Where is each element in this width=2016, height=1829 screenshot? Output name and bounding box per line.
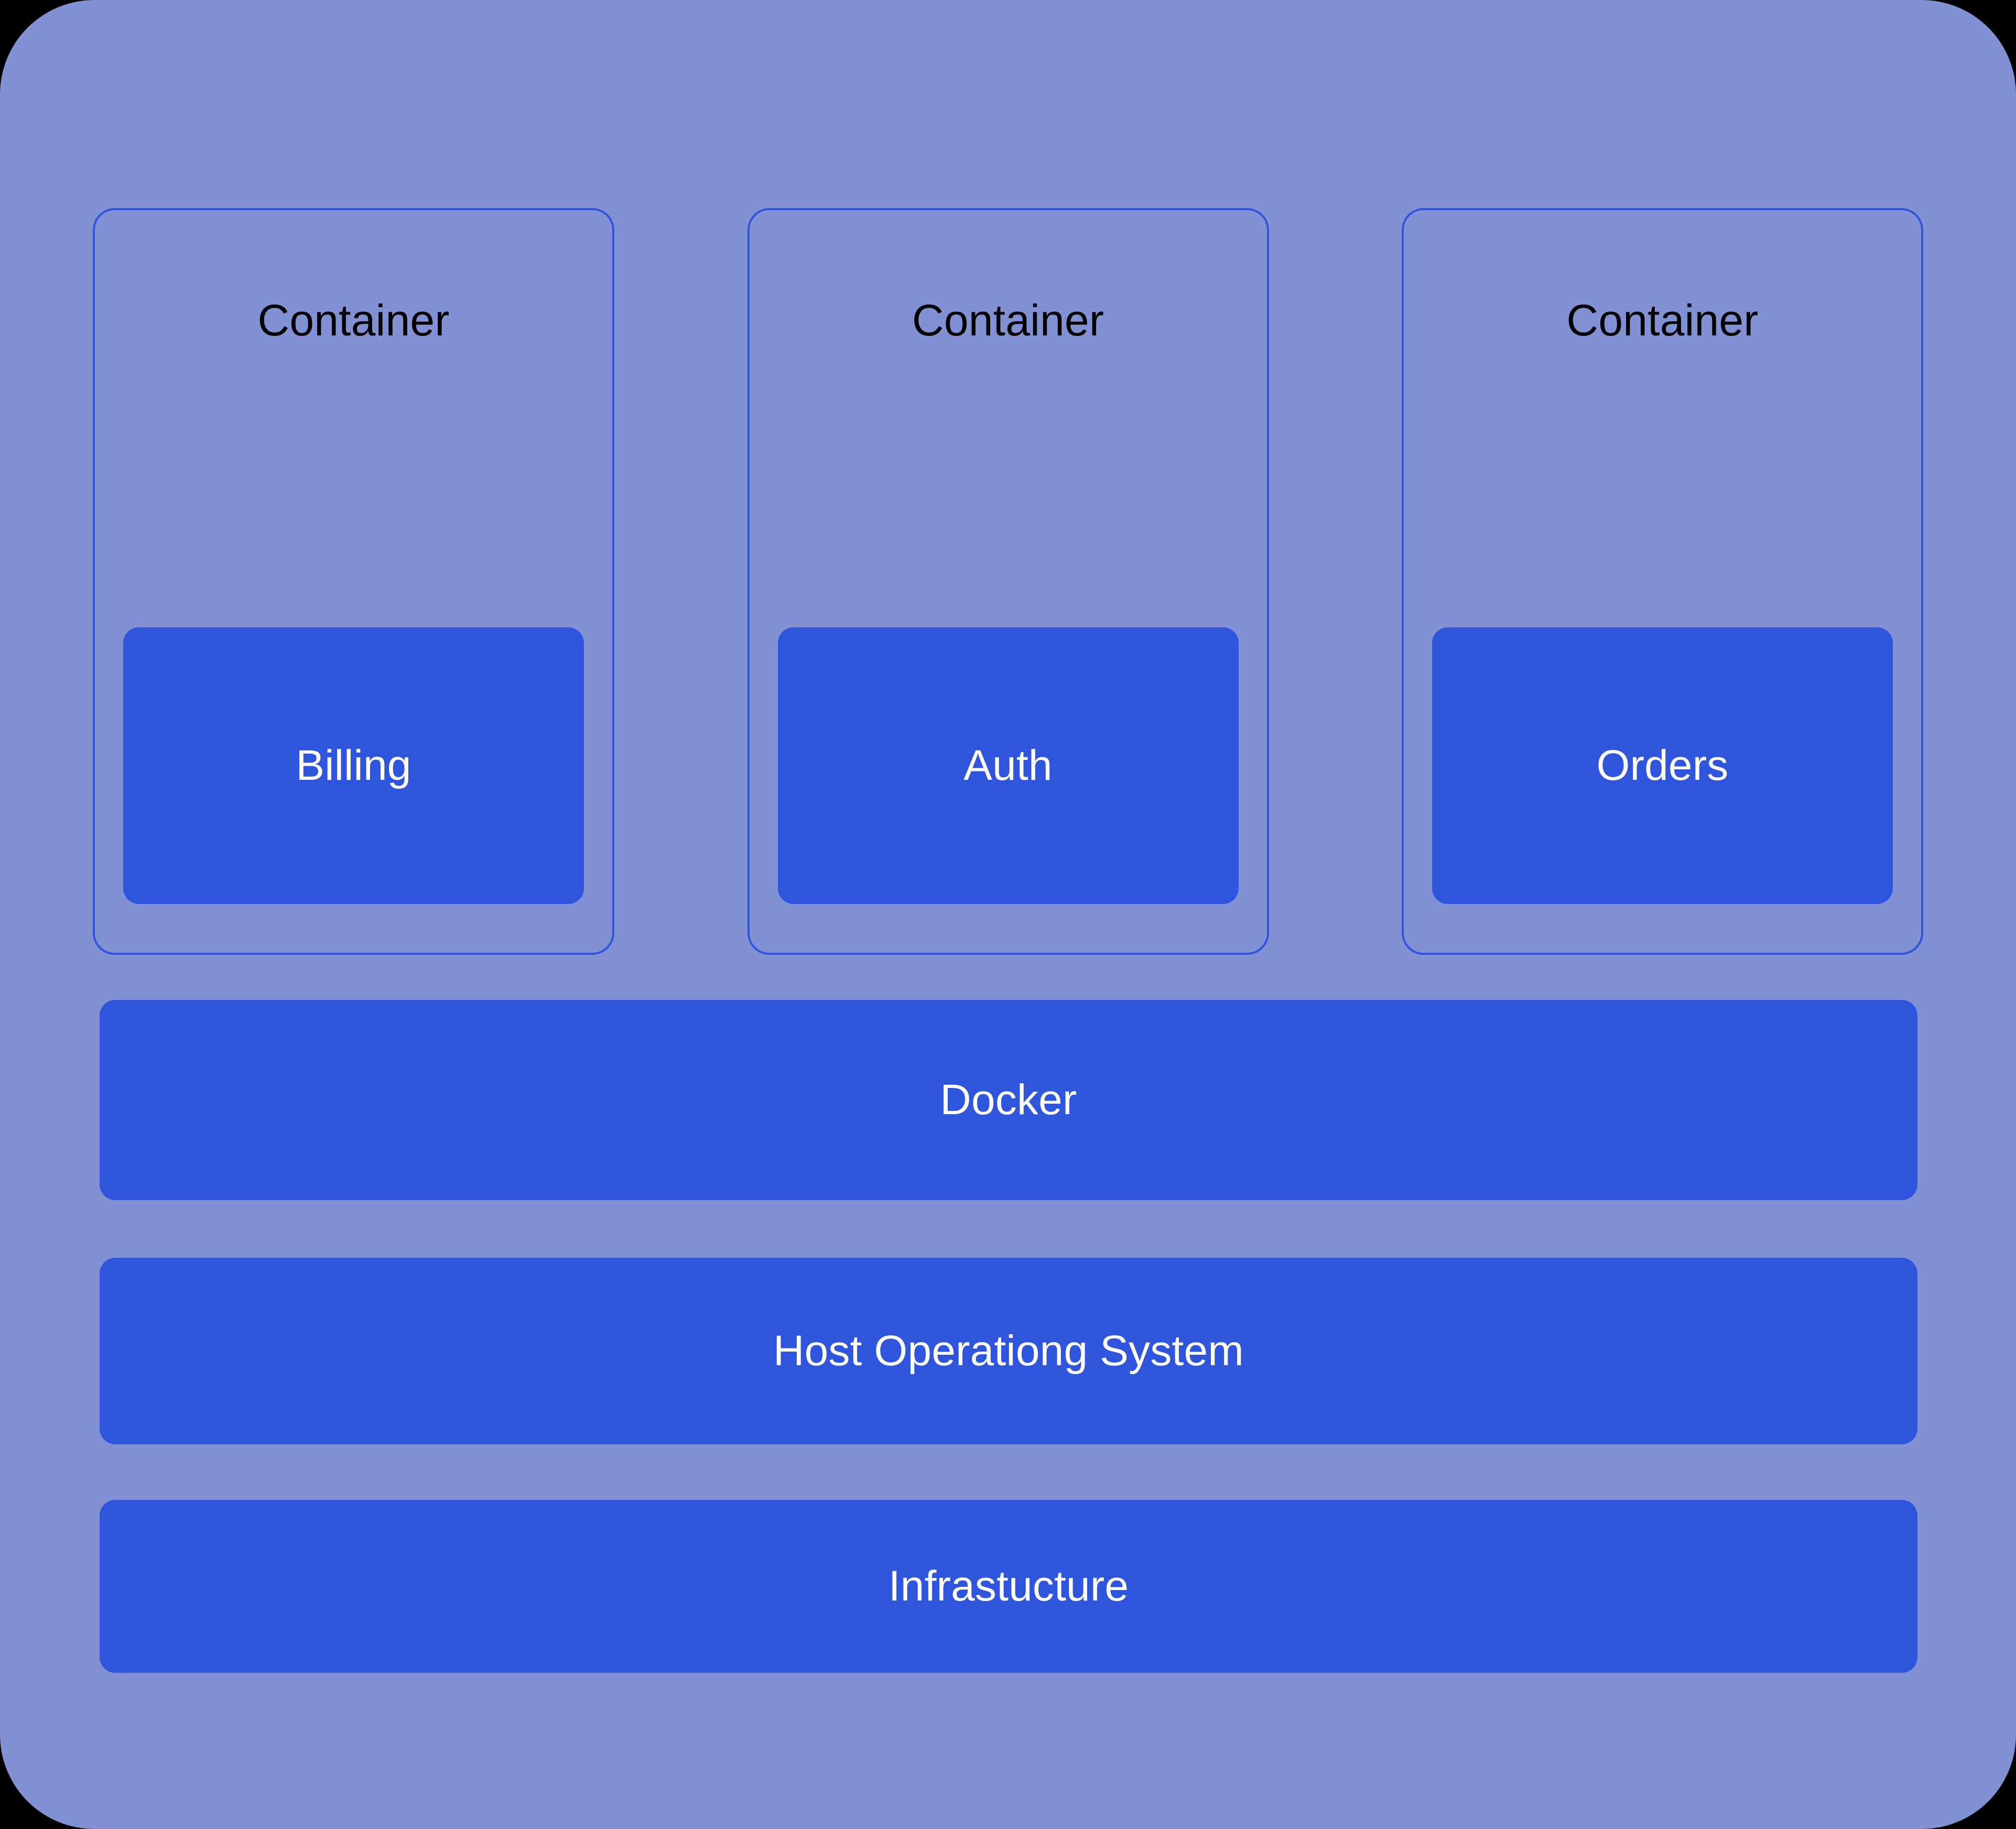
layer-bar-docker[interactable]: Docker <box>100 1000 1917 1200</box>
service-box-orders[interactable]: Orders <box>1432 627 1893 904</box>
container-title-label: Container <box>1566 296 1759 345</box>
layer-bar-infrastructure[interactable]: Infrastucture <box>100 1500 1917 1673</box>
container-row: Container Billing Container Auth Contain… <box>93 208 1923 955</box>
container-title-label: Container <box>257 296 450 345</box>
container-card-billing[interactable]: Container Billing <box>93 208 614 955</box>
service-box-billing[interactable]: Billing <box>123 627 584 904</box>
container-card-orders[interactable]: Container Orders <box>1402 208 1923 955</box>
layer-bar-host-operating-system[interactable]: Host Operationg System <box>100 1258 1917 1444</box>
service-box-auth[interactable]: Auth <box>777 627 1239 904</box>
container-card-auth[interactable]: Container Auth <box>747 208 1269 955</box>
container-title-label: Container <box>912 296 1104 345</box>
